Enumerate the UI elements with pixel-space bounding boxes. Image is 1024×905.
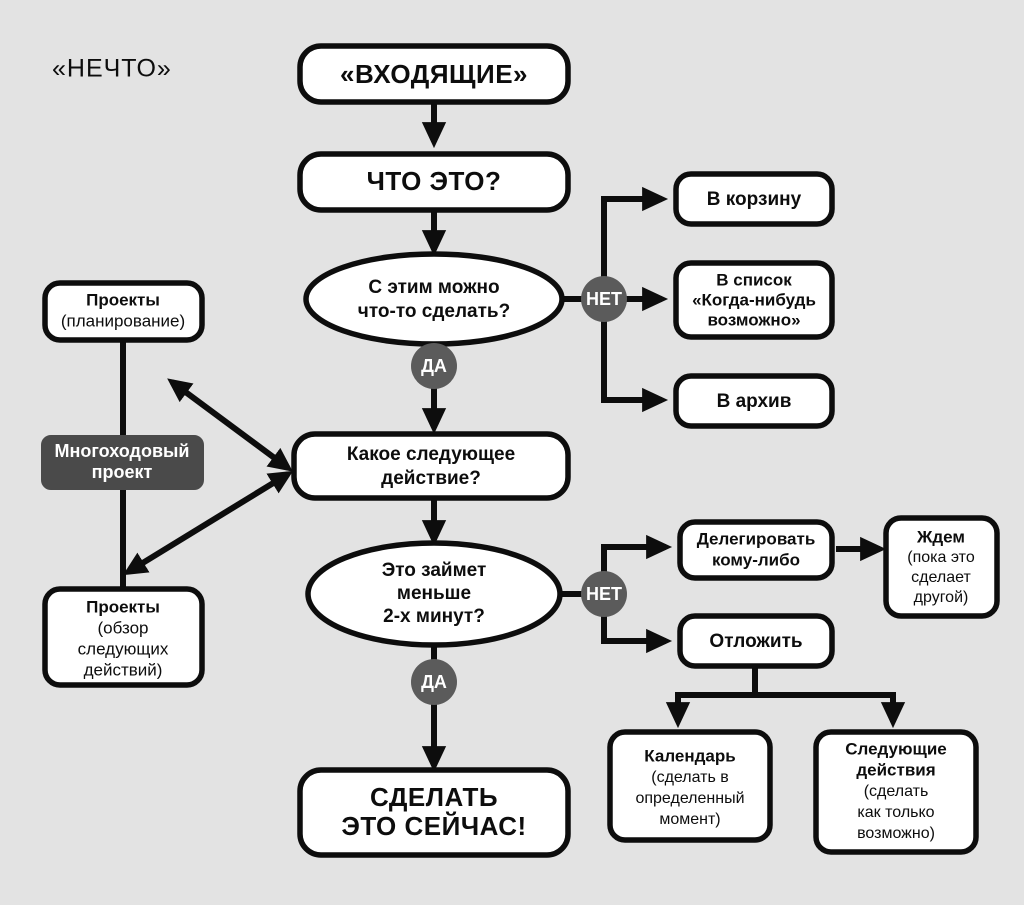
- node-postpone-label: Отложить: [709, 631, 802, 652]
- badge-no-2-circle: [581, 571, 627, 617]
- node-two-minutes[interactable]: Это займет меньше 2-х минут?: [305, 540, 563, 648]
- node-can-do-something-shape: [303, 251, 565, 347]
- node-postpone-shape: [677, 613, 835, 669]
- node-next-actions-list-shape: [813, 729, 979, 855]
- node-do-it-now-line2: ЭТО СЕЙЧАС!: [341, 811, 526, 841]
- node-someday-shape: [673, 260, 835, 340]
- node-can-do-line2: что-то сделать?: [358, 301, 510, 322]
- edge-projects-review-to-nextaction: [122, 470, 294, 576]
- node-multistep-project-line1: Многоходовый: [55, 441, 190, 461]
- node-projects-planning[interactable]: Проекты (планирование): [42, 280, 205, 343]
- page-title: «НЕЧТО»: [52, 55, 172, 83]
- node-next-action[interactable]: Какое следующее действие?: [291, 431, 571, 501]
- node-next-action-shape: [291, 431, 571, 501]
- node-two-minutes-line1: Это займет: [382, 560, 487, 581]
- badge-no-1-circle: [581, 276, 627, 322]
- node-multistep-project-shape: [41, 435, 204, 490]
- node-calendar-line1: Календарь: [644, 746, 735, 765]
- node-inbox-shape: [297, 43, 571, 105]
- badge-yes-1-label: ДА: [421, 356, 447, 376]
- node-waiting-line2: (пока это: [907, 549, 975, 566]
- node-someday-line1: В список: [716, 270, 792, 289]
- node-someday[interactable]: В список «Когда-нибудь возможно»: [673, 260, 835, 340]
- node-two-minutes-line3: 2-х минут?: [383, 606, 485, 627]
- node-projects-review-line2: (обзор: [98, 618, 149, 637]
- node-calendar-line3: определенный: [635, 790, 744, 807]
- node-projects-review[interactable]: Проекты (обзор следующих действий): [42, 586, 205, 688]
- node-waiting-shape: [883, 515, 1000, 619]
- node-two-minutes-line2: меньше: [397, 583, 471, 604]
- badge-no-2-label: НЕТ: [586, 584, 622, 604]
- node-waiting-line4: другой): [914, 589, 969, 606]
- node-postpone[interactable]: Отложить: [677, 613, 835, 669]
- edge-projects-planning-to-nextaction: [167, 378, 293, 472]
- node-next-action-line2: действие?: [381, 468, 481, 489]
- badge-yes-1: ДА: [411, 343, 457, 389]
- node-delegate-shape: [677, 519, 835, 581]
- node-waiting-line1: Ждем: [916, 527, 965, 546]
- node-calendar-shape: [607, 729, 773, 843]
- node-waiting-line3: сделает: [911, 569, 971, 586]
- node-archive-label: В архив: [717, 391, 792, 412]
- node-projects-planning-line1: Проекты: [86, 290, 160, 309]
- badge-no-1: НЕТ: [581, 276, 627, 322]
- node-next-actions-line2: действия: [856, 760, 935, 779]
- badge-yes-2-circle: [411, 659, 457, 705]
- node-delegate[interactable]: Делегировать кому-либо: [677, 519, 835, 581]
- node-calendar[interactable]: Календарь (сделать в определенный момент…: [607, 729, 773, 843]
- node-someday-line2: «Когда-нибудь: [692, 290, 816, 309]
- node-trash-shape: [673, 171, 835, 227]
- node-next-actions-line3: (сделать: [864, 783, 929, 800]
- node-multistep-project[interactable]: Многоходовый проект: [41, 435, 204, 490]
- node-multistep-project-line2: проект: [92, 462, 153, 482]
- badge-yes-2-label: ДА: [421, 672, 447, 692]
- node-projects-planning-line2: (планирование): [61, 311, 185, 330]
- node-projects-review-line1: Проекты: [86, 597, 160, 616]
- node-next-actions-line5: возможно): [857, 825, 935, 842]
- node-do-it-now-line1: СДЕЛАТЬ: [370, 782, 498, 812]
- node-do-it-now[interactable]: СДЕЛАТЬ ЭТО СЕЙЧАС!: [297, 767, 571, 858]
- node-do-it-now-shape: [297, 767, 571, 858]
- node-projects-review-shape: [42, 586, 205, 688]
- node-what-is-it-label: ЧТО ЭТО?: [367, 166, 502, 196]
- node-calendar-line2: (сделать в: [651, 769, 729, 786]
- node-next-actions-line1: Следующие: [845, 739, 947, 758]
- node-inbox-label: «ВХОДЯЩИЕ»: [340, 59, 528, 89]
- node-archive-shape: [673, 373, 835, 429]
- badge-no-2: НЕТ: [581, 571, 627, 617]
- node-next-actions-list[interactable]: Следующие действия (сделать как только в…: [813, 729, 979, 855]
- node-calendar-line4: момент): [659, 811, 720, 828]
- node-projects-planning-shape: [42, 280, 205, 343]
- node-trash-label: В корзину: [707, 189, 802, 210]
- node-delegate-line1: Делегировать: [697, 529, 816, 548]
- node-what-is-it[interactable]: ЧТО ЭТО?: [297, 151, 571, 213]
- node-can-do-something[interactable]: С этим можно что-то сделать?: [303, 251, 565, 347]
- node-projects-review-line3: следующих: [78, 639, 169, 658]
- badge-no-1-label: НЕТ: [586, 289, 622, 309]
- node-can-do-line1: С этим можно: [368, 277, 499, 298]
- badge-yes-1-circle: [411, 343, 457, 389]
- node-someday-line3: возможно»: [707, 310, 800, 329]
- node-waiting[interactable]: Ждем (пока это сделает другой): [883, 515, 1000, 619]
- node-what-is-it-shape: [297, 151, 571, 213]
- node-two-minutes-shape: [305, 540, 563, 648]
- node-trash[interactable]: В корзину: [673, 171, 835, 227]
- node-projects-review-line4: действий): [84, 660, 163, 679]
- node-next-action-line1: Какое следующее: [347, 444, 515, 465]
- badge-yes-2: ДА: [411, 659, 457, 705]
- node-next-actions-line4: как только: [857, 804, 934, 821]
- node-inbox[interactable]: «ВХОДЯЩИЕ»: [297, 43, 571, 105]
- node-delegate-line2: кому-либо: [712, 550, 800, 569]
- node-archive[interactable]: В архив: [673, 373, 835, 429]
